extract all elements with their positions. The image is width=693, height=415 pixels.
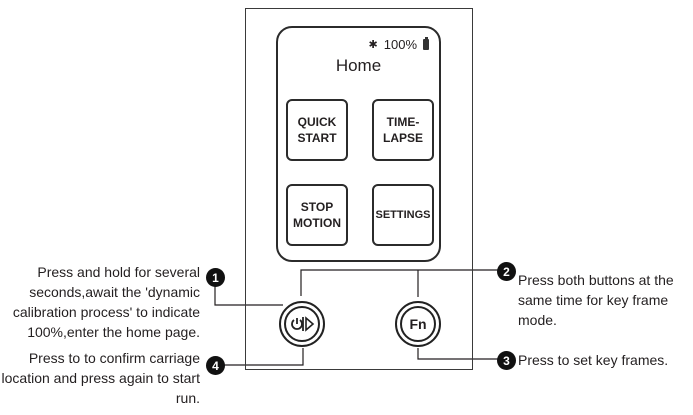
callout-line-4 <box>215 348 304 366</box>
power-play-button-inner <box>284 306 320 342</box>
callout-marker-1: 1 <box>206 268 225 287</box>
time-lapse-button[interactable]: TIME- LAPSE <box>372 99 434 161</box>
callout-marker-4: 4 <box>206 356 225 375</box>
quick-start-button[interactable]: QUICK START <box>286 99 348 161</box>
annotation-1-text: Press and hold for several seconds,await… <box>12 264 200 340</box>
fn-button[interactable]: Fn <box>395 301 441 347</box>
stop-motion-label: STOP MOTION <box>293 200 341 230</box>
annotation-4-text: Press to to confirm carriage location an… <box>1 350 200 406</box>
callout-marker-3: 3 <box>497 351 516 370</box>
quick-start-label: QUICK START <box>297 115 337 145</box>
power-play-button[interactable] <box>279 301 325 347</box>
page-title: Home <box>335 56 382 75</box>
annotation-3-text: Press to set key frames. <box>518 352 669 368</box>
battery-icon <box>423 37 429 50</box>
annotation-2-text: Press both buttons at the same time for … <box>518 272 674 328</box>
stop-motion-button[interactable]: STOP MOTION <box>286 184 348 246</box>
device-body <box>245 8 473 370</box>
bluetooth-icon: ✱ <box>368 39 378 51</box>
callout-line-2 <box>300 269 500 296</box>
callout-line-1 <box>214 280 283 306</box>
fn-button-inner: Fn <box>400 306 436 342</box>
status-bar: ✱ 100% <box>369 37 429 52</box>
settings-button[interactable]: SETTINGS <box>372 184 434 246</box>
fn-label: Fn <box>409 316 427 332</box>
power-play-icon <box>291 316 315 332</box>
settings-label: SETTINGS <box>375 209 431 221</box>
time-lapse-label: TIME- LAPSE <box>382 115 423 145</box>
callout-marker-2: 2 <box>497 262 516 281</box>
battery-percent: 100% <box>383 37 417 52</box>
touch-screen: ✱ 100% Home <box>276 26 441 262</box>
